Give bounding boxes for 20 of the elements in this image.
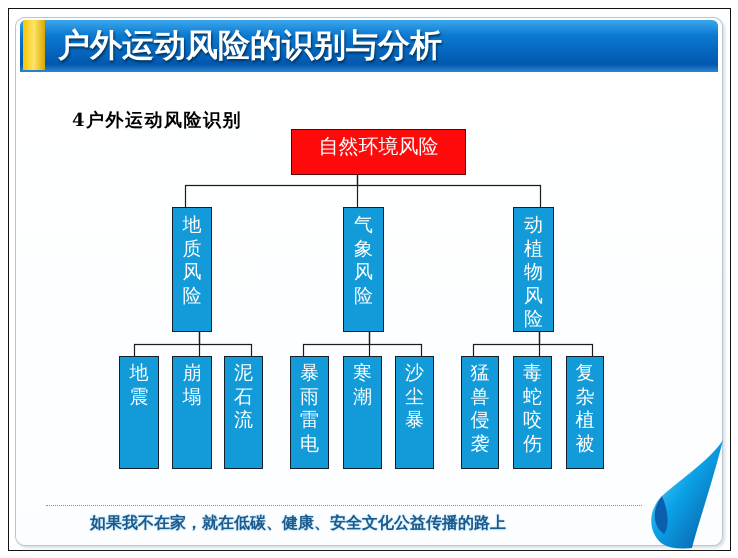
- slide-title: 户外运动风险的识别与分析: [58, 25, 442, 66]
- connector-line: [198, 332, 252, 356]
- root-box: 自然环境风险: [291, 129, 466, 175]
- category-box: 地质风险: [172, 207, 212, 332]
- connector-line: [538, 332, 594, 356]
- risk-box: 寒潮: [343, 356, 382, 469]
- risk-box: 毒蛇咬伤: [513, 356, 552, 469]
- risk-box: 猛兽侵袭: [461, 356, 499, 469]
- risk-box: 崩塌: [172, 356, 212, 469]
- connector-line: [368, 332, 422, 356]
- risk-box: 暴雨雷电: [290, 356, 329, 469]
- connector-line: [356, 175, 542, 207]
- section-heading: 4户外运动风险识别: [72, 109, 242, 133]
- category-box: 气象风险: [343, 207, 384, 332]
- footer-slogan: 如果我不在家，就在低碳、健康、安全文化公益传播的路上: [90, 512, 506, 534]
- category-box: 动植物风险: [513, 207, 554, 332]
- risk-box: 复杂植被: [566, 356, 604, 469]
- risk-box: 泥石流: [224, 356, 263, 469]
- risk-box: 沙尘暴: [395, 356, 434, 469]
- risk-box: 地震: [119, 356, 159, 469]
